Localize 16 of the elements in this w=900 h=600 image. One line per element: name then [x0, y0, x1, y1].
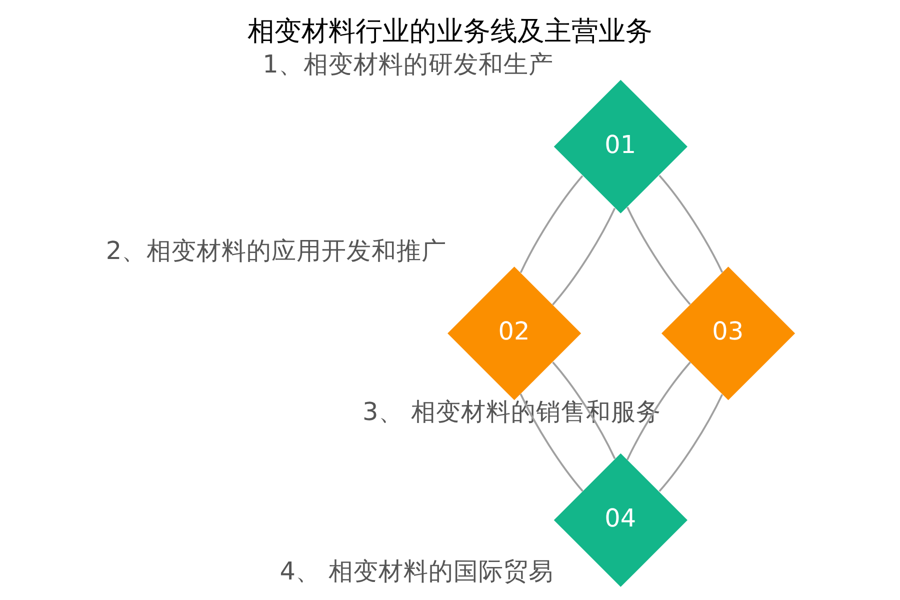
node-diamond: 01: [554, 80, 688, 214]
connector: [520, 175, 584, 273]
connector: [552, 362, 616, 460]
diagram-title: 相变材料行业的业务线及主营业务: [248, 16, 652, 47]
connector: [520, 394, 584, 492]
node-label: 2、相变材料的应用开发和推广: [106, 236, 447, 266]
connector: [658, 394, 724, 492]
connector: [552, 208, 616, 306]
node-diamond: 04: [554, 453, 688, 587]
node-label: 1、相变材料的研发和生产: [262, 49, 554, 78]
node-diamond: 03: [661, 266, 796, 400]
node-label: 4、 相变材料的国际贸易: [280, 556, 554, 586]
connector: [626, 206, 691, 305]
connector: [658, 174, 724, 273]
connector: [626, 362, 691, 460]
node-diamond: 02: [448, 266, 582, 400]
